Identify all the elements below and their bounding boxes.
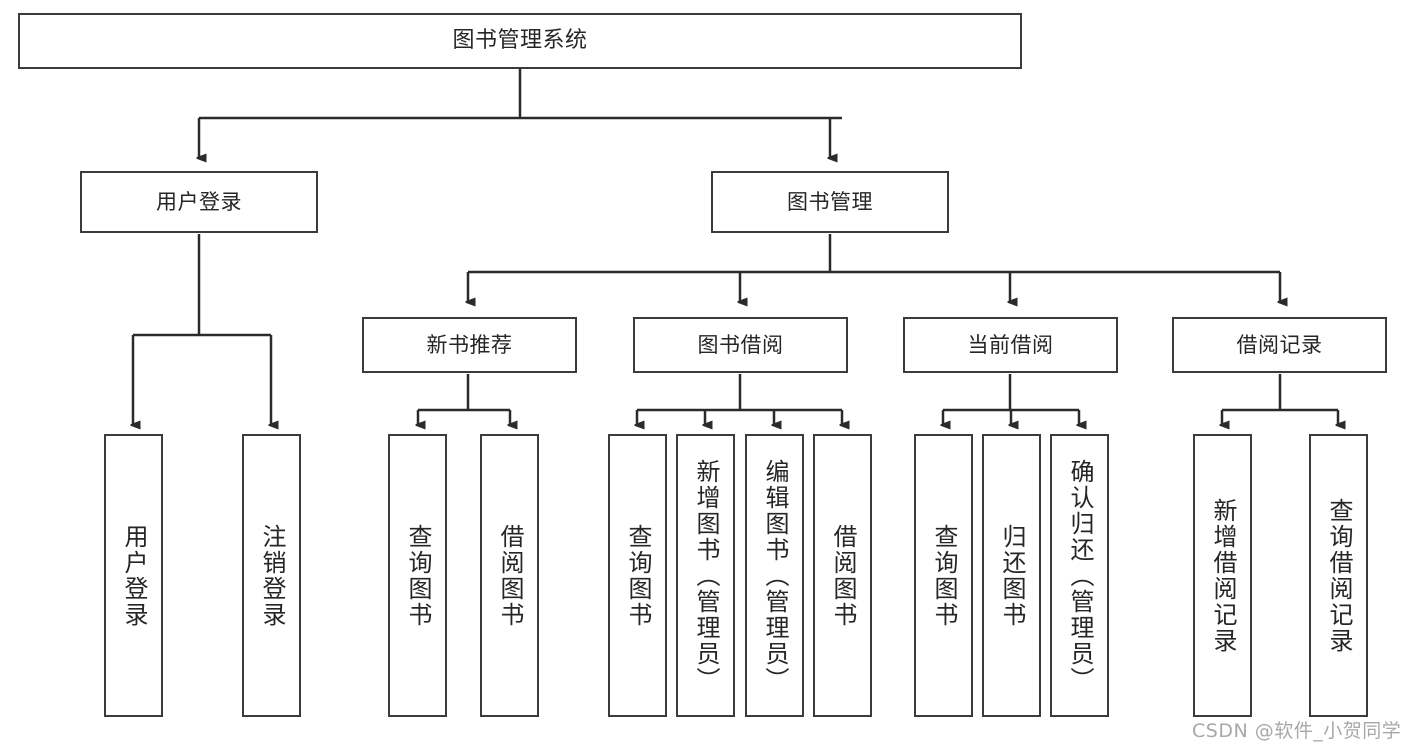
- node-label: 归还图书: [997, 523, 1026, 628]
- leaf-query-book-current[interactable]: 查询图书: [914, 434, 973, 717]
- node-label: 新增图书（管理员）: [691, 458, 720, 693]
- leaf-add-borrow-record[interactable]: 新增借阅记录: [1193, 434, 1252, 717]
- leaf-return-book[interactable]: 归还图书: [982, 434, 1041, 717]
- node-label: 新增借阅记录: [1208, 497, 1237, 654]
- leaf-query-book-recommend[interactable]: 查询图书: [388, 434, 447, 717]
- node-label: 当前借阅: [967, 332, 1054, 357]
- node-new-book-recommend[interactable]: 新书推荐: [362, 317, 577, 373]
- leaf-add-book-admin[interactable]: 新增图书（管理员）: [676, 434, 735, 717]
- node-user-login[interactable]: 用户登录: [80, 171, 318, 233]
- node-label: 查询图书: [623, 523, 652, 628]
- node-borrow-record[interactable]: 借阅记录: [1172, 317, 1387, 373]
- node-label: 图书管理: [787, 189, 873, 214]
- node-label: 确认归还（管理员）: [1065, 458, 1094, 693]
- node-book-borrow[interactable]: 图书借阅: [633, 317, 848, 373]
- node-label: 借阅图书: [495, 523, 524, 628]
- node-label: 用户登录: [156, 189, 242, 214]
- node-label: 注销登录: [257, 523, 286, 628]
- node-book-manage[interactable]: 图书管理: [711, 171, 949, 233]
- node-label: 新书推荐: [426, 332, 513, 357]
- leaf-borrow-book-recommend[interactable]: 借阅图书: [480, 434, 539, 717]
- node-label: 查询图书: [929, 523, 958, 628]
- node-label: 借阅记录: [1236, 332, 1323, 357]
- node-label: 图书借阅: [697, 332, 784, 357]
- leaf-confirm-return-admin[interactable]: 确认归还（管理员）: [1050, 434, 1109, 717]
- csdn-watermark: CSDN @软件_小贺同学: [1192, 720, 1402, 742]
- leaf-user-login[interactable]: 用户登录: [104, 434, 163, 717]
- leaf-borrow-book[interactable]: 借阅图书: [813, 434, 872, 717]
- leaf-query-book-borrow[interactable]: 查询图书: [608, 434, 667, 717]
- node-label: 查询图书: [403, 523, 432, 628]
- leaf-query-borrow-record[interactable]: 查询借阅记录: [1309, 434, 1368, 717]
- node-label: 编辑图书（管理员）: [760, 458, 789, 693]
- node-current-borrow[interactable]: 当前借阅: [903, 317, 1118, 373]
- node-label: 查询借阅记录: [1324, 497, 1353, 654]
- node-label: 借阅图书: [828, 523, 857, 628]
- leaf-edit-book-admin[interactable]: 编辑图书（管理员）: [745, 434, 804, 717]
- node-label: 用户登录: [119, 523, 148, 628]
- leaf-logout-login[interactable]: 注销登录: [242, 434, 301, 717]
- node-root-book-management-system[interactable]: 图书管理系统: [18, 13, 1022, 69]
- node-label: 图书管理系统: [452, 28, 588, 54]
